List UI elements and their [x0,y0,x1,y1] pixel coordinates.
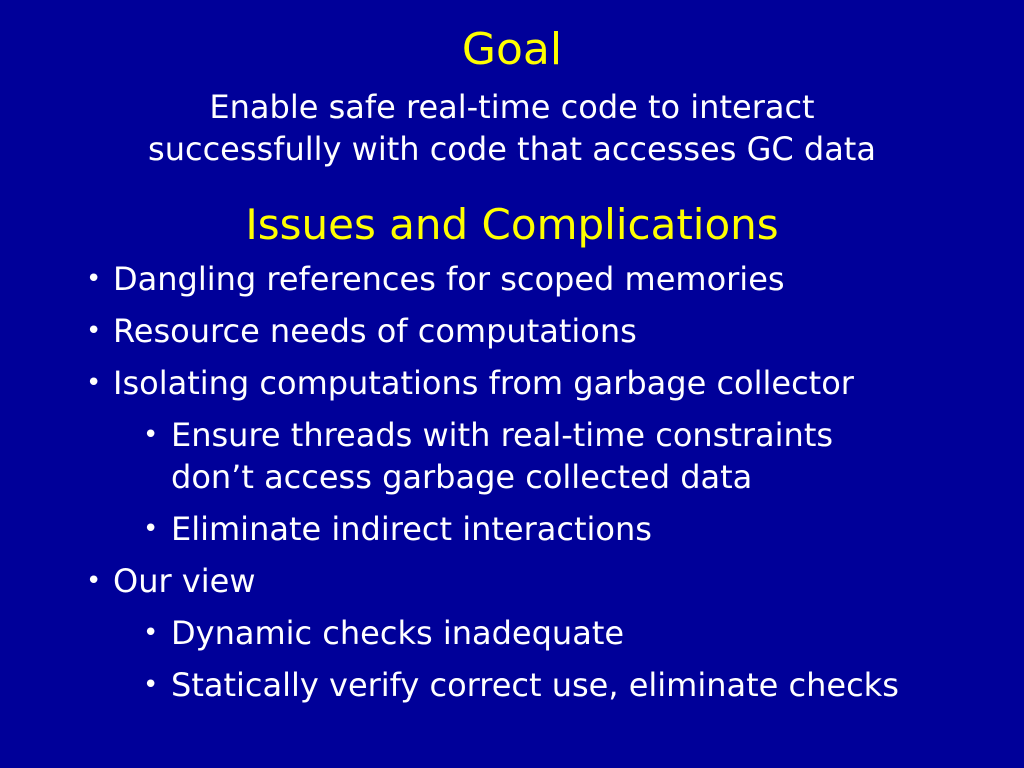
goal-title: Goal [461,24,563,75]
goal-statement-line-1: Enable safe real-time code to interact [209,88,815,126]
bullet-dot-icon: • [86,368,102,398]
bullet-dot-icon: • [86,566,102,596]
issues-title: Issues and Complications [245,200,779,249]
bullet-item: • Our view [86,560,986,602]
bullet-item: • Dangling references for scoped memorie… [86,258,986,300]
sub-bullet-text: Statically verify correct use, eliminate… [171,666,899,704]
goal-statement: Enable safe real-time code to interact s… [0,86,1024,170]
bullet-text: Resource needs of computations [113,312,637,350]
sub-bullet-dot-icon: • [143,670,159,700]
issues-list: • Dangling references for scoped memorie… [86,258,986,716]
sub-bullet-text-line-2: don’t access garbage collected data [171,458,753,496]
sub-bullet-item: • Statically verify correct use, elimina… [143,664,986,706]
sub-bullet-item: • Ensure threads with real-time constrai… [143,414,986,498]
bullet-text: Isolating computations from garbage coll… [113,364,854,402]
sub-bullet-dot-icon: • [143,420,159,450]
sub-bullet-dot-icon: • [143,514,159,544]
bullet-item: • Isolating computations from garbage co… [86,362,986,404]
sub-bullet-dot-icon: • [143,618,159,648]
bullet-text: Dangling references for scoped memories [113,260,785,298]
sub-bullet-item: • Dynamic checks inadequate [143,612,986,654]
bullet-text: Our view [113,562,256,600]
sub-bullet-text-line-1: Ensure threads with real-time constraint… [171,416,834,454]
bullet-dot-icon: • [86,264,102,294]
sub-bullet-item: • Eliminate indirect interactions [143,508,986,550]
goal-statement-line-2: successfully with code that accesses GC … [148,130,876,168]
sub-bullet-text: Eliminate indirect interactions [171,510,652,548]
bullet-dot-icon: • [86,316,102,346]
sub-bullet-text: Dynamic checks inadequate [171,614,625,652]
bullet-item: • Resource needs of computations [86,310,986,352]
